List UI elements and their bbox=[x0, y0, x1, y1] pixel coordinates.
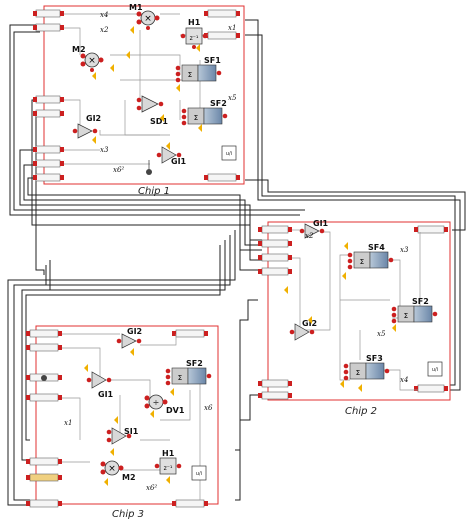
svg-text:×: × bbox=[108, 464, 116, 474]
chip-1-label: Chip 1 bbox=[138, 186, 170, 197]
chip-1-signal-x3: x3 bbox=[100, 146, 109, 154]
chip-1-sf2-block[interactable]: Σ bbox=[181, 107, 228, 126]
svg-text:Σ: Σ bbox=[360, 258, 364, 266]
svg-text:u/i: u/i bbox=[432, 367, 438, 373]
chip-2-sf2-label: SF2 bbox=[412, 297, 429, 306]
svg-text:Σ: Σ bbox=[404, 312, 408, 320]
chip-2-sf4-label: SF4 bbox=[368, 243, 385, 252]
chip-2-gi1-label: GI1 bbox=[313, 219, 329, 228]
chip-2-sf2-block[interactable]: Σ bbox=[391, 305, 438, 324]
chip-3-signal-x6: x6 bbox=[204, 404, 213, 412]
chip-3-h1-label: H1 bbox=[162, 449, 175, 458]
svg-text:z⁻¹: z⁻¹ bbox=[190, 35, 199, 42]
svg-text:×: × bbox=[144, 14, 152, 24]
chip-3-signal-x1: x1 bbox=[64, 419, 72, 427]
svg-text:z⁻¹: z⁻¹ bbox=[164, 465, 173, 472]
chip-3-signal-x6sq: x6² bbox=[146, 484, 157, 492]
chip-2-sf3-block[interactable]: Σ bbox=[343, 362, 390, 381]
chip-1-m2-label: M2 bbox=[72, 45, 86, 54]
chip-2-signal-x4: x4 bbox=[400, 376, 408, 384]
chip-2-signal-x2: x2 bbox=[305, 232, 314, 240]
chip-3-si1-label: SI1 bbox=[124, 427, 139, 436]
chip-1-m2-multiplier[interactable]: × bbox=[80, 52, 104, 72]
chip-1-m1-label: M1 bbox=[129, 3, 143, 12]
svg-text:Σ: Σ bbox=[194, 114, 198, 122]
chip-1-sd1-block[interactable] bbox=[136, 95, 164, 113]
chip-2: GI1 Σ SF4 GI2 Σ SF2 Σ bbox=[258, 219, 451, 417]
chip-1-gi2-integrator[interactable] bbox=[72, 123, 98, 139]
chip-2-gi2-label: GI2 bbox=[302, 319, 317, 328]
chip-3-border bbox=[35, 325, 219, 505]
chip-2-gi2-integrator[interactable] bbox=[289, 323, 315, 341]
chip-2-signal-x5: x5 bbox=[377, 330, 386, 338]
interconnect-wires bbox=[7, 19, 466, 506]
chip-1-h1-label: H1 bbox=[188, 18, 201, 27]
chip-1-sf1-block[interactable]: Σ bbox=[175, 64, 222, 83]
svg-text:×: × bbox=[88, 56, 96, 66]
svg-text:Σ: Σ bbox=[178, 374, 182, 382]
signal-arrows bbox=[84, 26, 396, 486]
chip-3-label: Chip 3 bbox=[112, 509, 144, 520]
chip-2-io-box[interactable]: u/i bbox=[427, 361, 443, 377]
chip-3-m2-label: M2 bbox=[122, 473, 136, 482]
chip-2-sf3-label: SF3 bbox=[366, 354, 383, 363]
chip-1-sf1-label: SF1 bbox=[204, 56, 221, 65]
chip-1-sf2-label: SF2 bbox=[210, 99, 227, 108]
chip-1: × M1 z⁻¹ H1 × M2 Σ SF1 bbox=[33, 3, 245, 197]
chip-1-signal-x2: x2 bbox=[100, 26, 109, 34]
chip-1-signal-x6sq: x6² bbox=[113, 166, 124, 174]
chip-3-dv1-divider[interactable]: ÷ bbox=[144, 394, 168, 410]
chip-1-m1-multiplier[interactable]: × bbox=[136, 10, 160, 30]
chip-3-gi1-integrator[interactable] bbox=[86, 371, 112, 389]
chip-3-dv1-label: DV1 bbox=[166, 406, 185, 415]
chip-2-sf4-block[interactable]: Σ bbox=[347, 251, 394, 270]
chip-1-signal-x1: x1 bbox=[228, 24, 236, 32]
chip-3-si1-block[interactable] bbox=[106, 427, 132, 445]
chip-1-sd1-label: SD1 bbox=[150, 117, 168, 126]
chip-1-gi1-label: GI1 bbox=[171, 157, 187, 166]
chip-2-gi1-integrator[interactable] bbox=[299, 223, 325, 239]
chip-3: GI2 Σ SF2 GI1 ÷ DV1 SI1 bbox=[26, 325, 219, 520]
svg-text:Σ: Σ bbox=[356, 369, 360, 377]
chip-1-signal-x5: x5 bbox=[228, 94, 237, 102]
svg-text:u/i: u/i bbox=[226, 151, 232, 157]
svg-text:÷: ÷ bbox=[153, 398, 160, 407]
chip-3-gi2-integrator[interactable] bbox=[116, 333, 142, 349]
chip-1-io-box[interactable]: u/i bbox=[221, 145, 237, 161]
svg-text:u/i: u/i bbox=[196, 471, 202, 477]
chip-1-h1-block[interactable]: z⁻¹ bbox=[180, 27, 208, 49]
chip-1-gi1-integrator[interactable] bbox=[156, 146, 182, 164]
chip-3-gi1-label: GI1 bbox=[98, 390, 114, 399]
chip-2-label: Chip 2 bbox=[345, 406, 377, 417]
chip-3-ground-symbol bbox=[41, 375, 47, 381]
chip-1-gi2-label: GI2 bbox=[86, 114, 101, 123]
chip-3-sf2-block[interactable]: Σ bbox=[165, 367, 212, 386]
chip-3-sf2-label: SF2 bbox=[186, 359, 203, 368]
chip-3-io-box[interactable]: u/i bbox=[191, 465, 207, 481]
chip-2-signal-x3: x3 bbox=[400, 246, 409, 254]
chip-1-ground-symbol bbox=[146, 160, 152, 175]
chip-3-h1-block[interactable]: z⁻¹ bbox=[154, 457, 182, 475]
chip-1-signal-x4: x4 bbox=[100, 11, 108, 19]
chip-3-m2-multiplier[interactable]: × bbox=[100, 460, 124, 476]
chip-3-gi2-label: GI2 bbox=[127, 327, 142, 336]
svg-text:Σ: Σ bbox=[188, 71, 192, 79]
